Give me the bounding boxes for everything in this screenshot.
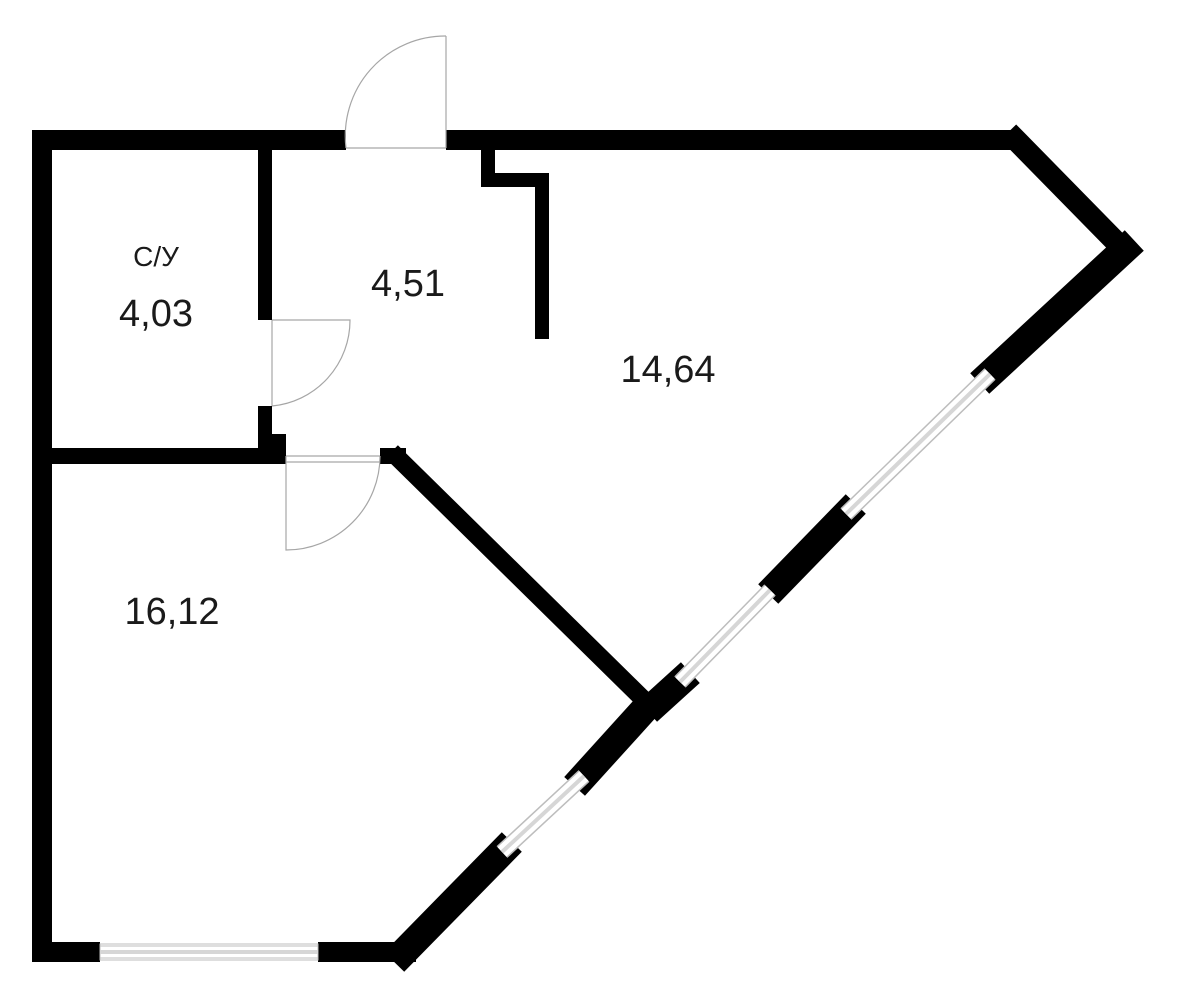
wall-bottom-left [32, 942, 100, 962]
windows [99, 368, 996, 961]
wall-top-left [32, 130, 346, 150]
wall-kitchen-partition [481, 141, 549, 339]
wall-bathroom-bottom [32, 448, 286, 464]
bathroom-name: С/У [133, 241, 179, 272]
wall-facade-5 [384, 832, 522, 972]
outer-walls [32, 124, 1144, 972]
kitchen-area: 14,64 [620, 349, 715, 391]
wall-diagonal-partition [385, 445, 657, 713]
window-bottom [99, 943, 319, 961]
interior-walls [32, 140, 657, 713]
living-room-area: 16,12 [124, 591, 219, 633]
window-facade-1 [840, 368, 996, 520]
wall-top-right [446, 130, 1018, 150]
window-facade-3 [496, 770, 590, 858]
bathroom-area: 4,03 [119, 293, 193, 335]
room-labels: С/У 4,03 4,51 14,64 16,12 [119, 241, 716, 633]
door-living-room [285, 455, 381, 551]
wall-facade-4 [564, 692, 662, 796]
wall-bathroom-right-upper [258, 140, 272, 320]
doors [271, 35, 447, 551]
door-bathroom [271, 319, 351, 407]
wall-facade-3 [638, 662, 700, 722]
hallway-area: 4,51 [371, 263, 445, 305]
wall-left [32, 130, 52, 962]
window-facade-2 [674, 584, 776, 688]
wall-facade-2 [758, 494, 866, 604]
wall-diagonal-top-right [1000, 124, 1134, 260]
door-entrance [344, 35, 447, 149]
wall-facade-1 [970, 230, 1144, 394]
